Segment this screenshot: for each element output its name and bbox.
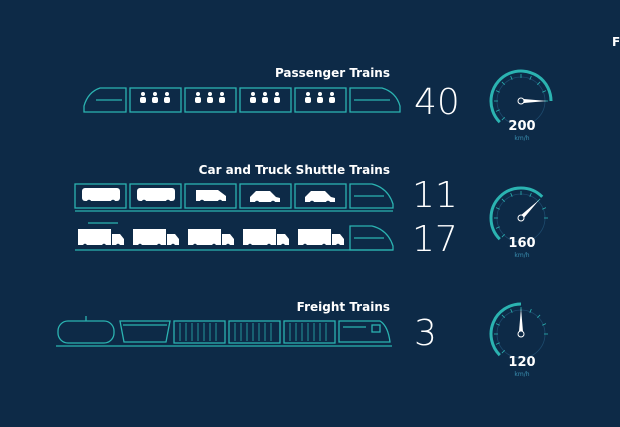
shuttle-gauge-tick	[510, 192, 513, 197]
freight-gauge-arc	[489, 302, 522, 357]
passenger-speed-unit: km/h	[514, 135, 530, 142]
freight-count: 3	[414, 313, 437, 354]
passenger-gauge-arc	[489, 69, 553, 124]
shuttle-vehicle-icons	[82, 188, 335, 202]
passenger-gauge-tick	[501, 116, 506, 121]
shuttle-gauge-tick	[501, 233, 506, 238]
passenger-car	[184, 87, 237, 113]
shuttle-gauge-arc	[489, 186, 544, 241]
shuttle-gauge-needle	[519, 199, 540, 220]
passenger-car	[129, 87, 182, 113]
edge-letter: F	[612, 35, 620, 49]
shuttle-speed-unit: km/h	[514, 252, 530, 259]
freight-gauge-tick	[501, 349, 506, 354]
shuttle-truck-icons	[78, 229, 344, 245]
passenger-speed: 200	[508, 119, 536, 134]
shuttle-title: Car and Truck Shuttle Trains	[198, 163, 390, 177]
passenger-gauge-tick	[501, 81, 506, 86]
passenger-gauge-tick	[529, 75, 532, 80]
passenger-gauge-tick	[542, 90, 547, 93]
freight-gauge-tick	[495, 342, 500, 345]
shuttle-truck-count: 17	[412, 219, 458, 260]
freight-speed-gauge	[489, 302, 548, 359]
passenger-gauge-tick	[495, 109, 500, 112]
freight-gauge-hub	[517, 330, 525, 338]
shuttle-gauge-tick	[501, 198, 506, 203]
shuttle-gauge-hub	[517, 214, 525, 222]
freight-gauge-tick	[495, 323, 500, 326]
passenger-car	[239, 87, 292, 113]
container-ribs	[179, 323, 327, 341]
passenger-loco-rear	[349, 87, 401, 113]
freight-gauge-tick	[542, 323, 547, 326]
passenger-speed-gauge	[489, 69, 553, 126]
shuttle-speed-gauge	[489, 186, 548, 243]
passenger-gauge-tick	[510, 75, 513, 80]
passenger-gauge-needle	[521, 98, 547, 104]
passenger-gauge-tick	[536, 81, 541, 86]
passenger-gauge-tick	[495, 90, 500, 93]
freight-gauge-tick	[501, 314, 506, 319]
shuttle-gauge-tick	[529, 192, 532, 197]
shuttle-speed: 160	[508, 236, 536, 251]
shuttle-gauge-tick	[495, 226, 500, 229]
freight-train	[56, 316, 392, 347]
passenger-count: 40	[414, 82, 460, 123]
passenger-gauge-hub	[517, 97, 525, 105]
passenger-loco-front	[83, 87, 127, 113]
shuttle-truck-train	[75, 222, 394, 251]
freight-speed-unit: km/h	[514, 371, 530, 378]
freight-gauge-tick	[510, 308, 513, 313]
passenger-title: Passenger Trains	[274, 66, 390, 80]
freight-gauge-tick	[529, 308, 532, 313]
freight-gauge-tick	[536, 314, 541, 319]
shuttle-car-count: 11	[412, 175, 458, 216]
freight-gauge-needle	[518, 308, 524, 334]
passenger-car	[294, 87, 347, 113]
freight-speed: 120	[508, 355, 536, 370]
shuttle-car-train	[74, 183, 394, 212]
shuttle-gauge-tick	[542, 207, 547, 210]
freight-title: Freight Trains	[296, 300, 390, 314]
passenger-people-icons	[140, 92, 335, 103]
shuttle-gauge-tick	[495, 207, 500, 210]
